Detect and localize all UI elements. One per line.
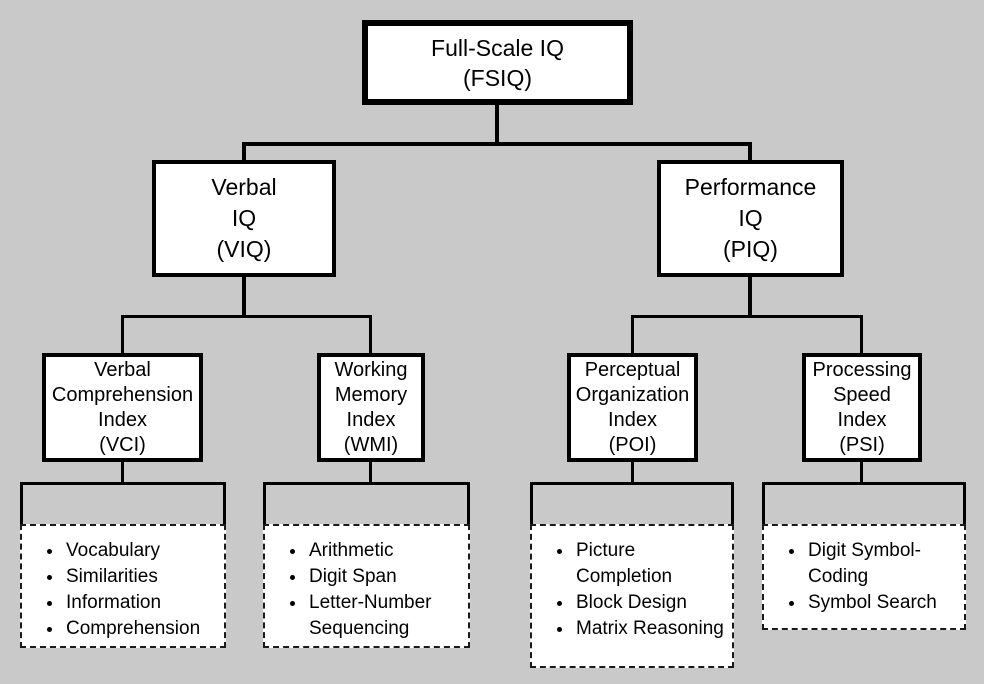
subtest-items: Arithmetic Digit Span Letter-Number Sequ… <box>265 538 468 642</box>
node-label-line: Working <box>334 358 408 381</box>
connector-viq-drop <box>242 142 246 164</box>
node-label-line: IQ <box>231 205 257 231</box>
node-label-line: (VCI) <box>99 433 146 456</box>
subtest-item: Comprehension <box>64 616 218 642</box>
connector-piq-stem <box>748 274 752 318</box>
connector-poi-stem <box>631 460 634 485</box>
subtest-item: Information <box>64 590 218 616</box>
subtest-list-vci: Vocabulary Similarities Information Comp… <box>20 524 226 648</box>
node-label-line: (PSI) <box>839 433 885 456</box>
bracket-vci-right-leg <box>223 482 226 526</box>
node-label-line: Verbal <box>94 358 151 381</box>
node-label-line: Perceptual <box>584 358 681 381</box>
node-label-line: Index <box>608 408 657 431</box>
subtest-item: Arithmetic <box>307 538 462 564</box>
node-label-line: Memory <box>334 383 408 406</box>
connector-viq-hbar <box>121 315 372 318</box>
subtest-item: Digit Symbol-Coding <box>806 538 958 590</box>
node-verbal-comprehension-index: Verbal Comprehension Index (VCI) <box>42 353 203 462</box>
bracket-vci-left-leg <box>20 482 23 526</box>
subtest-item: Picture Completion <box>574 538 726 590</box>
connector-psi-drop <box>860 315 863 357</box>
node-label-line: (POI) <box>608 433 657 456</box>
bracket-poi-left-leg <box>530 482 533 526</box>
subtest-item: Matrix Reasoning <box>574 616 726 642</box>
bracket-wmi-right-leg <box>467 482 470 526</box>
node-label-line: Processing <box>812 358 912 381</box>
node-label-line: (VIQ) <box>216 236 272 262</box>
subtest-item: Block Design <box>574 590 726 616</box>
bracket-poi-hbar <box>530 482 734 485</box>
subtest-item: Vocabulary <box>64 538 218 564</box>
connector-fsiq-stem <box>495 104 499 146</box>
connector-vci-stem <box>121 460 124 485</box>
connector-psi-stem <box>860 460 863 485</box>
node-perceptual-organization-index: Perceptual Organization Index (POI) <box>567 353 698 462</box>
subtest-item: Symbol Search <box>806 590 958 616</box>
subtest-list-poi: Picture Completion Block Design Matrix R… <box>530 524 734 668</box>
node-full-scale-iq: Full-Scale IQ (FSIQ) <box>362 20 633 105</box>
subtest-items: Picture Completion Block Design Matrix R… <box>532 538 732 642</box>
subtest-item: Digit Span <box>307 564 462 590</box>
subtest-items: Vocabulary Similarities Information Comp… <box>22 538 224 642</box>
node-label-line: IQ <box>738 205 763 231</box>
node-label-line: Verbal <box>211 174 277 200</box>
bracket-wmi-hbar <box>263 482 470 485</box>
connector-piq-hbar <box>631 315 863 318</box>
node-label-line: (FSIQ) <box>463 64 532 91</box>
node-label-line: Index <box>98 408 147 431</box>
bracket-poi-right-leg <box>731 482 734 526</box>
node-label-line: Organization <box>575 383 690 406</box>
connector-wmi-stem <box>369 460 372 485</box>
node-label-line: Performance <box>684 174 817 200</box>
bracket-psi-right-leg <box>963 482 966 526</box>
node-processing-speed-index: Processing Speed Index (PSI) <box>802 353 922 462</box>
node-verbal-iq: Verbal IQ (VIQ) <box>152 160 336 277</box>
subtest-list-wmi: Arithmetic Digit Span Letter-Number Sequ… <box>263 524 470 648</box>
subtest-items: Digit Symbol-Coding Symbol Search <box>764 538 964 616</box>
node-label-line: Speed <box>833 383 891 406</box>
node-label-line: Comprehension <box>51 383 194 406</box>
node-label-line: Index <box>837 408 887 431</box>
connector-poi-drop <box>631 315 634 357</box>
bracket-psi-hbar <box>762 482 966 485</box>
subtest-item: Letter-Number Sequencing <box>307 590 462 642</box>
connector-vci-drop <box>121 315 124 357</box>
bracket-wmi-left-leg <box>263 482 266 526</box>
connector-level1-hbar <box>242 142 752 146</box>
connector-piq-drop <box>748 142 752 164</box>
node-working-memory-index: Working Memory Index (WMI) <box>317 353 425 462</box>
node-performance-iq: Performance IQ (PIQ) <box>657 160 844 277</box>
node-label-line: (WMI) <box>343 433 399 456</box>
node-label-line: Full-Scale IQ <box>431 34 564 61</box>
node-label-line: Index <box>346 408 396 431</box>
connector-wmi-drop <box>369 315 372 357</box>
subtest-list-psi: Digit Symbol-Coding Symbol Search <box>762 524 966 630</box>
node-label-line: (PIQ) <box>723 236 778 262</box>
bracket-vci-hbar <box>20 482 226 485</box>
subtest-item: Similarities <box>64 564 218 590</box>
connector-viq-stem <box>242 274 246 318</box>
bracket-psi-left-leg <box>762 482 765 526</box>
